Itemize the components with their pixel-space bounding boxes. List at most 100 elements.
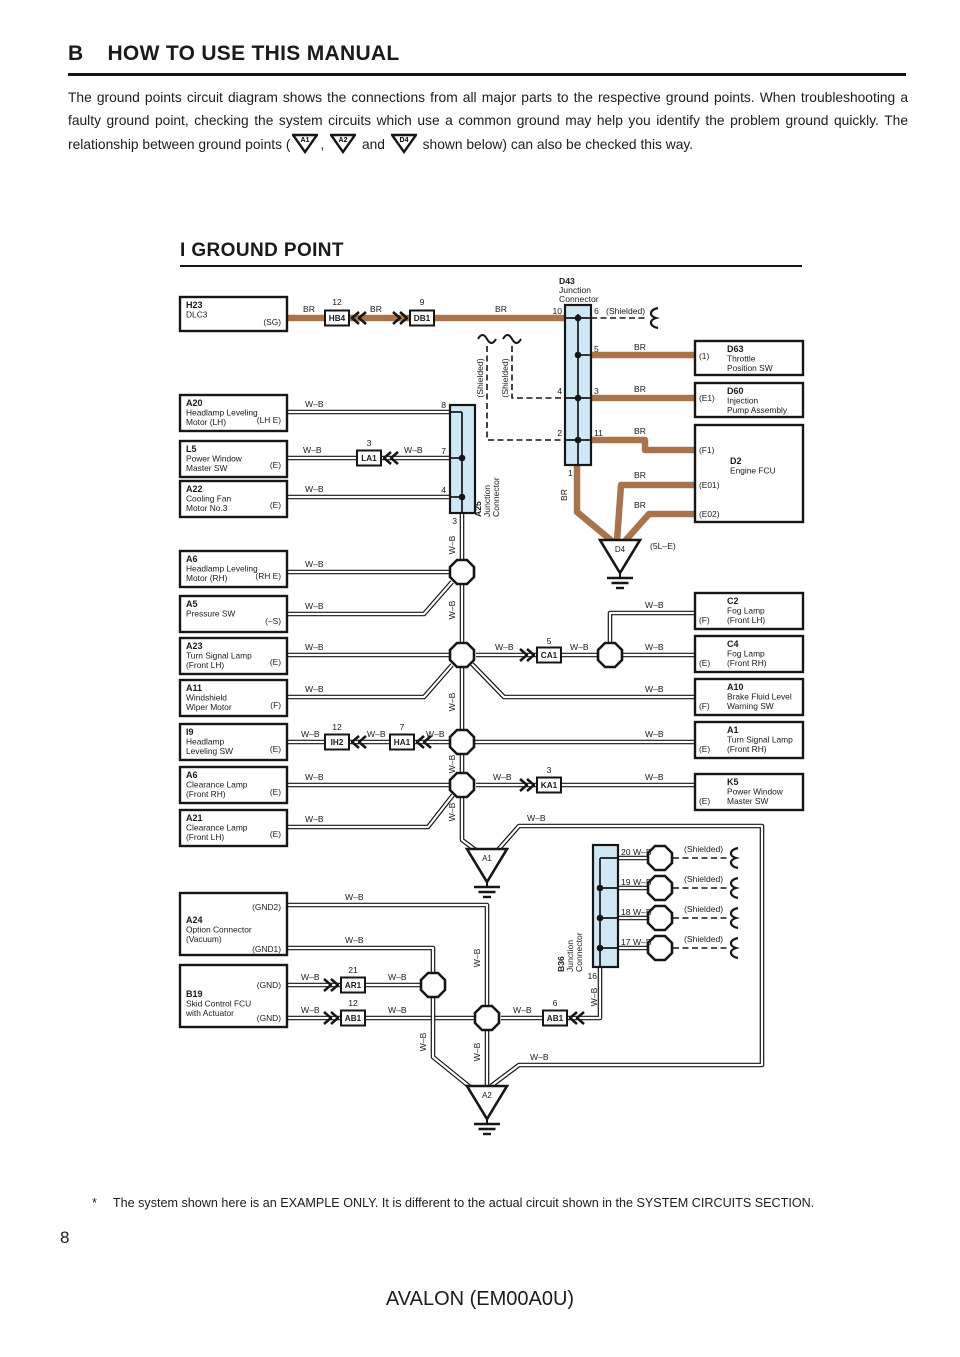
- junction-box-B36: [591, 843, 620, 969]
- junction-pin-dot: [596, 884, 604, 892]
- component-id-C4: C4: [727, 639, 739, 649]
- component-line: (Front LH): [727, 615, 765, 625]
- wire-label: 5: [547, 636, 552, 646]
- component-id-A24: A24: [186, 915, 203, 925]
- shield-end-icon: [649, 306, 660, 330]
- ground-ref-a2-label: A2: [339, 137, 348, 144]
- wire-label: 6: [594, 306, 599, 316]
- wire-label: BR: [634, 342, 646, 352]
- component-line: Headlamp Leveling: [186, 408, 258, 418]
- component-box-D63: [693, 339, 805, 377]
- pin-label: (E): [270, 657, 281, 667]
- wire-wb-outline: [287, 945, 436, 972]
- component-id-A21: A21: [186, 813, 203, 823]
- wire-wb-core: [287, 581, 453, 616]
- wire-label: 19 W–B: [621, 877, 652, 887]
- splice-octagon: [448, 641, 476, 669]
- connector-code-DB1: DB1: [414, 314, 431, 323]
- splice-octagon: [646, 904, 674, 932]
- component-id-A11: A11: [186, 683, 202, 693]
- component-line: Master SW: [727, 796, 769, 806]
- pin-label: (E01): [699, 480, 720, 490]
- wire-label: 10: [552, 306, 562, 316]
- junction-label-B36: Connector: [574, 932, 584, 972]
- pin-label: (RH E): [255, 571, 281, 581]
- wire-label: BR: [495, 304, 507, 314]
- component-line: (Front RH): [727, 744, 767, 754]
- wire-label: W–B: [305, 684, 324, 694]
- wire-wb-core: [501, 967, 602, 1020]
- component-box-A20: [178, 393, 289, 433]
- shield-end-icon: [729, 936, 740, 960]
- chevron-icon: [350, 311, 360, 325]
- pin-label: (LH E): [257, 415, 281, 425]
- chevron-icon: [519, 778, 529, 792]
- wire-label: 3: [547, 765, 552, 775]
- wire-label: BR: [303, 304, 315, 314]
- splice-octagon: [646, 844, 674, 872]
- connector-code-HA1: HA1: [394, 738, 411, 747]
- wire-label: 1: [568, 468, 573, 478]
- wire-wb-core: [608, 611, 695, 642]
- component-line: Power Window: [727, 787, 784, 797]
- title-underline: [68, 73, 906, 76]
- wire-label: W–B: [426, 729, 445, 739]
- wire-label: (Shielded): [684, 874, 723, 884]
- wire-label: 21: [348, 965, 358, 975]
- component-line: Warning SW: [727, 701, 774, 711]
- shield-end-icon: [729, 876, 740, 900]
- connector-code-IH2: IH2: [331, 738, 344, 747]
- wire-label: W–B: [418, 1032, 428, 1051]
- wire-label: W–B: [645, 729, 664, 739]
- section-letter: B: [68, 42, 84, 65]
- wire-label: W–B: [388, 972, 407, 982]
- connector-code-LA1: LA1: [361, 454, 377, 463]
- junction-pin-dot: [574, 436, 582, 444]
- pin-label: (E02): [699, 509, 720, 519]
- chevron-icon: [422, 735, 432, 749]
- component-line: with Actuator: [185, 1008, 234, 1018]
- component-line: (Front RH): [727, 658, 767, 668]
- connector-code-AR1: AR1: [345, 981, 362, 990]
- wire-label: BR: [634, 384, 646, 394]
- page-header: B HOW TO USE THIS MANUAL: [68, 42, 906, 76]
- component-id-B19: B19: [186, 989, 203, 999]
- component-box-A22: [178, 479, 289, 519]
- page-number: 8: [60, 1228, 70, 1247]
- component-line: Turn Signal Lamp: [186, 651, 252, 661]
- connector-box-AB1: [340, 1009, 366, 1027]
- wire-label: (Shielded): [475, 358, 485, 397]
- junction-pin-dot: [596, 914, 604, 922]
- ground-label-A1: A1: [482, 854, 492, 863]
- ground-ref-a2-icon: A2: [328, 132, 358, 161]
- component-id-H23: H23: [186, 300, 203, 310]
- wire-label: 16: [587, 971, 597, 981]
- component-line: Motor (LH): [186, 417, 226, 427]
- wire-label: W–B: [527, 813, 546, 823]
- pin-label: (F): [699, 701, 710, 711]
- junction-pin-dot: [574, 314, 582, 322]
- component-box-C4: [693, 634, 805, 674]
- component-id-C2: C2: [727, 596, 739, 606]
- component-line: Option Connector: [186, 925, 252, 935]
- component-box-A10: [693, 677, 805, 717]
- intro-sep-2: and: [358, 137, 389, 152]
- wire-label: 4: [557, 386, 562, 396]
- shield-wave-icon: [502, 334, 522, 344]
- junction-label-A25: A25: [473, 501, 483, 517]
- connector-code-HB4: HB4: [329, 314, 346, 323]
- wire-label: W–B: [447, 692, 457, 711]
- wire-label: 12: [332, 297, 342, 307]
- component-line: Fog Lamp: [727, 606, 765, 616]
- wire-shielded-dashed: [511, 346, 565, 399]
- pin-label: (GND1): [252, 944, 281, 954]
- connector-box-KA1: [536, 776, 562, 794]
- component-id-A10: A10: [727, 682, 744, 692]
- wire-label: 18 W–B: [621, 907, 652, 917]
- pin-label: (E): [270, 460, 281, 470]
- component-box-A23: [178, 636, 289, 676]
- wire-wb-core: [431, 998, 471, 1088]
- component-box-D2: [693, 423, 805, 524]
